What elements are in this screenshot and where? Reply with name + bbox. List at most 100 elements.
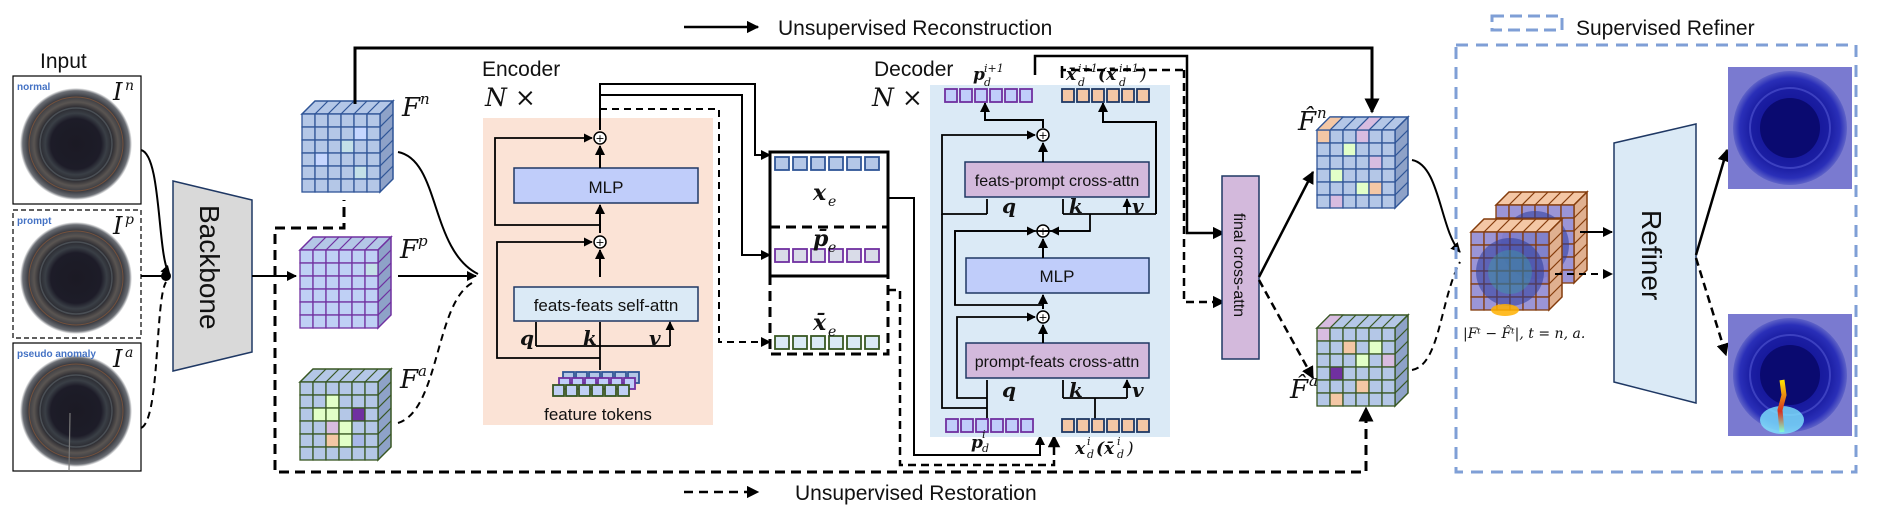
input-sup-n: n (125, 78, 134, 94)
fn-hat-symbol: F̂ (1297, 106, 1317, 137)
input-symbol-n: I (112, 78, 123, 106)
x-out-close: ) (1139, 65, 1147, 85)
decoder-top-q: q (1002, 194, 1016, 218)
svg-text:+: + (1038, 311, 1047, 324)
backbone-label: Backbone (194, 205, 225, 330)
encoder: Encoder N × MLP feats-feats self-attn + … (482, 58, 771, 425)
token-row-a (552, 384, 630, 397)
input-sup-p: p (125, 212, 134, 228)
decoder-repeat: N × (871, 83, 923, 112)
pe-subscript: e (828, 240, 836, 256)
diff-cube-front (1469, 217, 1564, 316)
feature-sup-p: p (418, 232, 428, 250)
x-in-close: ) (1126, 439, 1134, 459)
feature-sup-n: n (420, 90, 430, 108)
decoder-title: Decoder (874, 58, 953, 81)
backbone: Backbone (172, 180, 253, 372)
svg-text:+: + (595, 236, 604, 249)
decoder-top-k: k (1069, 194, 1083, 218)
p-in-sub: d (982, 442, 989, 455)
svg-text:+: + (1038, 129, 1047, 142)
arrow-fn-to-encoder (397, 151, 479, 275)
recon-cube-fa (1315, 313, 1410, 408)
encoder-k: k (583, 326, 597, 350)
supervised-refiner: Supervised Refiner |Fᵗ − F̂ᵗ|, t = n, a.… (1454, 14, 1858, 474)
encoder-self-attn-label: feats-feats self-attn (534, 296, 679, 315)
refiner-region (1454, 43, 1858, 474)
x-in-symbol: x (1074, 439, 1086, 459)
feature-cube-fa (298, 367, 393, 462)
dashed-backbone-to-fn (273, 200, 346, 276)
xbar-tokens (774, 335, 880, 350)
encoder-v: v (649, 326, 661, 350)
xe-tokens (774, 156, 880, 171)
x-in-sup: i (1087, 435, 1091, 448)
encoder-outputs: x e p̄ e x̄ e (768, 150, 1061, 467)
x-out-sup: i+1 (1078, 62, 1098, 75)
input-sup-a: a (125, 345, 133, 361)
decoder-feats-prompt-label: feats-prompt cross-attn (975, 173, 1140, 190)
input-tag-n: normal (17, 82, 51, 93)
feature-cube-fp (298, 235, 393, 330)
diff-formula: |Fᵗ − F̂ᵗ|, t = n, a. (1463, 324, 1585, 342)
output-heatmap-anomaly (1728, 314, 1852, 436)
x-out-paren: (x̄ (1098, 65, 1117, 85)
p-out-sup: i+1 (984, 62, 1004, 75)
fa-hat-sup: a (1309, 372, 1318, 390)
input-tag-a: pseudo anomaly (17, 349, 96, 360)
fa-hat-symbol: F̂ (1289, 374, 1309, 405)
xe-subscript: e (828, 194, 836, 210)
final-cross-attn-label: final cross-attn (1230, 213, 1247, 317)
decoder-bottom-v: v (1132, 378, 1144, 402)
p-out-symbol: p (973, 65, 985, 85)
decoder-bottom-q: q (1002, 378, 1016, 402)
recon-cube-fn (1315, 115, 1410, 210)
input-title: Input (40, 50, 87, 73)
encoder-mlp-label: MLP (589, 178, 624, 197)
xbar-subscript: e (828, 324, 836, 340)
encoder-add-bottom-icon (593, 235, 607, 249)
decoder-mlp-label: MLP (1040, 267, 1075, 286)
input-symbol-a: I (112, 345, 123, 373)
pe-symbol: p̄ (813, 226, 829, 252)
anomaly-scratch (68, 412, 71, 472)
x-out-tokens (1061, 88, 1150, 103)
feature-symbol-n: F (401, 93, 421, 123)
legend-reconstruction: Unsupervised Reconstruction (684, 17, 1052, 40)
x-in-sub: d (1087, 448, 1094, 461)
final-cross-attn: final cross-attn (1221, 170, 1315, 380)
decoder: Decoder N × feats-prompt cross-attn MLP … (871, 54, 1224, 461)
x-out-paren-sub: d (1119, 76, 1126, 89)
merge-node (161, 271, 171, 281)
encoder-self-attn-block (513, 286, 699, 322)
arrow-fa-to-encoder (397, 281, 475, 424)
xe-box (768, 150, 890, 278)
refiner-label: Refiner (1636, 210, 1667, 300)
encoder-add-top-icon (593, 131, 607, 145)
feature-tokens-label: feature tokens (544, 405, 652, 424)
legend-reconstruction-label: Unsupervised Reconstruction (778, 17, 1052, 40)
svg-text:+: + (595, 132, 604, 145)
output-heatmap-normal (1728, 67, 1852, 189)
feature-sup-a: a (418, 362, 427, 380)
feature-tokens-icon (552, 371, 640, 397)
decoder-top-v: v (1132, 194, 1144, 218)
reconstruction-top-line (353, 46, 1380, 114)
pe-tokens (774, 248, 880, 263)
p-out-tokens (944, 88, 1033, 103)
final-cross-attn-block (1221, 175, 1260, 360)
encoder-repeat: N × (484, 83, 536, 112)
legend-restoration: Unsupervised Restoration (684, 482, 1037, 505)
decoder-prompt-feats-label: prompt-feats cross-attn (975, 354, 1140, 371)
arrow-anomaly-to-backbone (140, 281, 167, 429)
feature-symbol-p: F (399, 235, 419, 265)
x-out-symbol: x̄ (1065, 65, 1077, 85)
x-in-tokens (1061, 418, 1150, 433)
x-in-paren-sub: d (1117, 448, 1124, 461)
